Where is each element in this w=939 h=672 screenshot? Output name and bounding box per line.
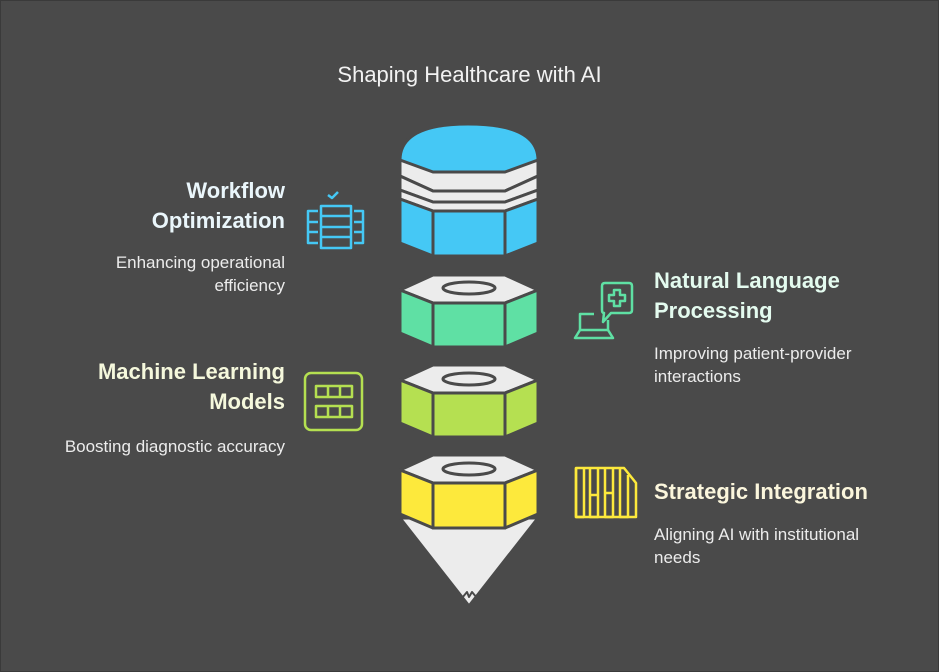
nlp-description: Improving patient-provider interactions — [654, 342, 851, 388]
stack-layer-nlp — [398, 273, 540, 349]
ml-heading-line2: Models — [209, 389, 285, 414]
nlp-heading: Natural Language Processing — [654, 266, 840, 326]
workflow-heading: Workflow Optimization — [152, 176, 285, 236]
building-columns-icon — [574, 466, 638, 519]
stack-layer-integration — [398, 453, 540, 608]
grid-model-icon — [303, 371, 364, 432]
integration-desc-line1: Aligning AI with institutional — [654, 525, 860, 544]
ml-description: Boosting diagnostic accuracy — [65, 435, 285, 458]
integration-description: Aligning AI with institutional needs — [654, 523, 859, 569]
stack-layer-ml — [398, 363, 540, 439]
integration-desc-line2: needs — [654, 548, 701, 567]
nlp-desc-line2: interactions — [654, 367, 741, 386]
workflow-checklist-icon — [306, 191, 365, 250]
nlp-desc-line1: Improving patient-provider — [654, 344, 852, 363]
ml-heading-line1: Machine Learning — [97, 359, 285, 384]
ml-heading: Machine Learning Models — [98, 357, 285, 417]
workflow-heading-line2: Optimization — [151, 208, 285, 233]
stack-layer-workflow — [398, 122, 540, 258]
nlp-heading-line2: Processing — [654, 298, 773, 323]
ml-desc-line1: Boosting diagnostic accuracy — [64, 437, 285, 456]
diagram-title: Shaping Healthcare with AI — [337, 62, 602, 87]
workflow-desc-line2: efficiency — [214, 276, 285, 295]
workflow-desc-line1: Enhancing operational — [115, 253, 285, 272]
workflow-description: Enhancing operational efficiency — [116, 251, 285, 297]
integration-heading-line1: Strategic Integration — [654, 479, 868, 504]
laptop-medical-chat-icon — [573, 281, 634, 340]
workflow-heading-line1: Workflow — [186, 178, 285, 203]
nlp-heading-line1: Natural Language — [654, 268, 840, 293]
integration-heading: Strategic Integration — [654, 477, 868, 507]
